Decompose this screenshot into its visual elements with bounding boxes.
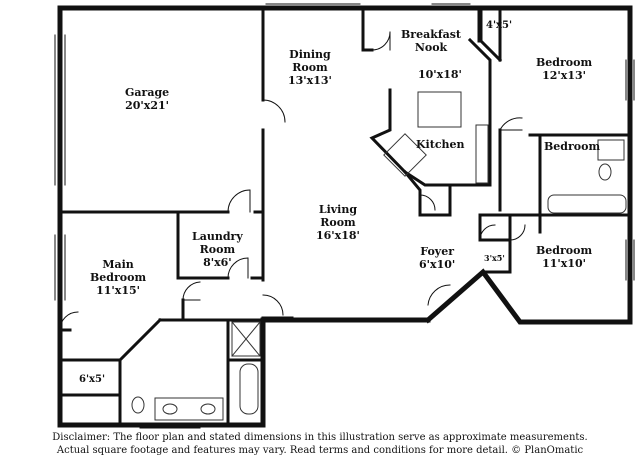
bedroom-se-name: Bedroom <box>536 244 593 257</box>
breakfast-nook-name-line2: Nook <box>414 41 448 54</box>
closet-3x5-label: 3'x5' <box>484 253 505 263</box>
door-swings <box>59 31 526 331</box>
garage-name: Garage <box>125 86 170 99</box>
bedroom-mid-name: Bedroom <box>544 140 601 153</box>
breakfast-nook-name-line1: Breakfast <box>401 28 461 41</box>
exterior-walls <box>57 5 633 428</box>
kitchen-name: Kitchen <box>416 138 465 151</box>
dining-room-dimensions: 13'x13' <box>288 74 332 87</box>
foyer-dimensions: 6'x10' <box>419 258 456 271</box>
interior-walls <box>58 6 632 427</box>
dining-room-label: Dining Room 13'x13' <box>288 48 332 87</box>
main-bedroom-name-line1: Main <box>102 258 134 271</box>
garage-dimensions: 20'x21' <box>125 99 170 112</box>
main-bedroom-label: Main Bedroom 11'x15' <box>90 258 146 297</box>
closet-4x5-label: 4'x5' <box>486 20 513 31</box>
main-bedroom-dimensions: 11'x15' <box>96 284 141 297</box>
laundry-room-name-line2: Room <box>199 243 236 256</box>
living-room-name-line2: Room <box>320 216 356 229</box>
main-bedroom-name-line2: Bedroom <box>90 271 147 284</box>
bedroom-se-label: Bedroom 11'x10' <box>536 244 592 270</box>
windows <box>54 3 635 429</box>
living-room-label: Living Room 16'x18' <box>316 203 360 242</box>
bedroom-ne-dimensions: 12'x13' <box>542 69 587 82</box>
disclaimer-line1: Disclaimer: The floor plan and stated di… <box>52 432 588 443</box>
laundry-room-label: Laundry Room 8'x6' <box>192 230 243 269</box>
garage-label: Garage 20'x21' <box>125 86 169 112</box>
disclaimer: Disclaimer: The floor plan and stated di… <box>0 431 640 457</box>
dining-room-name-line1: Dining <box>289 48 331 61</box>
dining-room-name-line2: Room <box>292 61 328 74</box>
disclaimer-line2: Actual square footage and features may v… <box>56 445 584 456</box>
kitchen-label: Kitchen <box>416 138 465 151</box>
foyer-label: Foyer 6'x10' <box>419 245 455 271</box>
breakfast-nook-label: Breakfast Nook <box>401 28 461 54</box>
bedroom-ne-label: Bedroom 12'x13' <box>536 56 592 82</box>
laundry-room-name-line1: Laundry <box>192 230 243 243</box>
nook-dimensions: 10'x18' <box>418 68 462 81</box>
fixtures <box>131 91 627 421</box>
nook-dimensions-text: 10'x18' <box>418 68 462 81</box>
living-room-name-line1: Living <box>318 203 358 216</box>
living-room-dimensions: 16'x18' <box>316 229 360 242</box>
foyer-name: Foyer <box>420 245 454 258</box>
laundry-room-dimensions: 8'x6' <box>203 256 232 269</box>
bedroom-ne-name: Bedroom <box>536 56 593 69</box>
bedroom-se-dimensions: 11'x10' <box>542 257 587 270</box>
closet-6x5-label: 6'x5' <box>79 374 106 385</box>
bedroom-mid-label: Bedroom <box>544 140 600 153</box>
